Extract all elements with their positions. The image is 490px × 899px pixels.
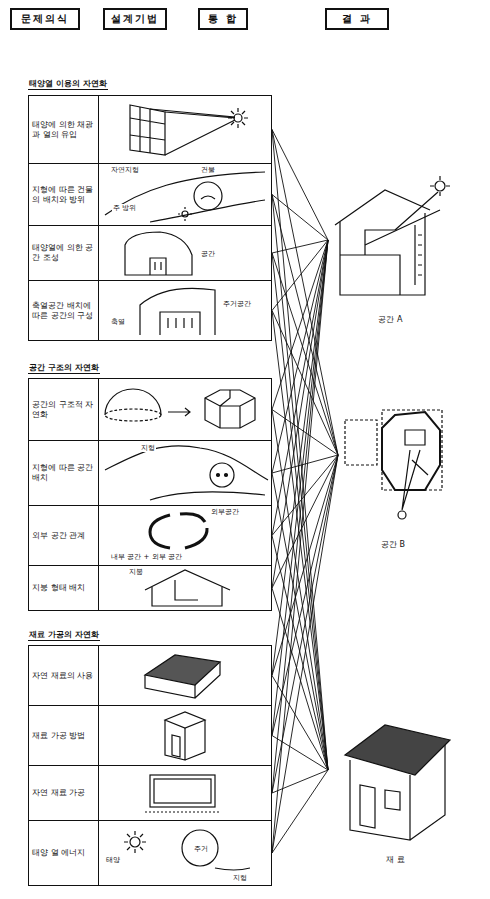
row-text-cell: 자연 재료의 사용 [29, 646, 99, 705]
row-text-cell: 외부 공간 관계 [29, 506, 99, 565]
house-sketch [145, 570, 230, 606]
connector-line [272, 253, 338, 455]
method-text: 공간의 구조적 자연화 [32, 400, 95, 420]
method-text: 축열공간 배치에 따른 공간의 구성 [32, 301, 95, 321]
section-heading: 재료 가공의 자연화 [28, 631, 100, 641]
connector-line [272, 195, 328, 241]
header-box: 문제의식 [10, 8, 80, 30]
sketch-label: 공간 [200, 250, 216, 258]
sketch-label: 축열 [110, 318, 126, 326]
method-text: 태양열에 의한 공간 조성 [32, 243, 95, 263]
roof-sketch [145, 655, 220, 698]
method-text: 지형에 따른 건물의 배치와 방위 [32, 185, 95, 205]
header-box: 통 합 [198, 8, 248, 30]
sketch-label: 주거공간 [222, 300, 252, 308]
result-figure: 공간 A [328, 175, 453, 325]
sketch-label: 자연지형 [110, 166, 140, 174]
sketch-label: 주 방위 [112, 204, 137, 212]
row-text-cell: 태양열에 의한 공간 조성 [29, 226, 99, 280]
method-text: 지형에 따른 공간 배치 [32, 463, 95, 483]
method-row: 축열공간 배치에 따른 공간의 구성 [28, 280, 272, 341]
method-row: 자연 재료 가공 [28, 765, 272, 821]
form-sketch [105, 389, 255, 428]
method-row: 지붕 형태 배치 [28, 565, 272, 611]
row-text-cell: 축열공간 배치에 따른 공간의 구성 [29, 281, 99, 340]
method-row: 재료 가공 방법 [28, 705, 272, 766]
connector-line [272, 676, 328, 771]
dome-house-sketch [140, 288, 215, 335]
connector-line [272, 240, 328, 473]
section-heading: 공간 구조의 자연화 [28, 364, 100, 374]
connector-line [272, 240, 328, 676]
method-text: 자연 재료의 사용 [32, 671, 93, 681]
connector-line [272, 240, 328, 793]
method-row: 지형에 따른 건물의 배치와 방위 [28, 163, 272, 226]
method-row: 태양열에 의한 공간 조성 [28, 225, 272, 281]
row-text-cell: 재료 가공 방법 [29, 706, 99, 765]
header-box: 설계기법 [103, 8, 167, 30]
method-text: 지붕 형태 배치 [32, 583, 85, 593]
court-sketch [150, 514, 207, 548]
connector-line [272, 240, 328, 588]
section-heading: 태양열 이용의 자연화 [28, 80, 108, 90]
method-row: 태양에 의한 채광과 열의 유입 [28, 95, 272, 164]
sketch-label: 지형 [232, 874, 248, 882]
result-figure: 공간 B [338, 400, 448, 550]
header-text: 결 과 [342, 12, 371, 26]
connector-line [272, 770, 328, 853]
dome-section-sketch [125, 232, 192, 275]
sun-dwelling-sketch [124, 830, 250, 870]
row-text-cell: 지형에 따른 건물의 배치와 방위 [29, 164, 99, 225]
hut-sketch [165, 712, 205, 760]
connector-line [272, 240, 328, 736]
method-text: 태양 열 에너지 [32, 848, 85, 858]
connector-line [272, 455, 338, 588]
figure-caption: 재 료 [328, 854, 463, 865]
figure-caption: 공간 A [328, 314, 453, 325]
method-row: 공간의 구조적 자연화 [28, 378, 272, 441]
method-text: 태양에 의한 채광과 열의 유입 [32, 120, 95, 140]
sketch-label: 건물 [200, 166, 216, 174]
window-sketch [130, 105, 248, 155]
header-text: 문제의식 [21, 12, 69, 26]
sketch-label: 지붕 [128, 568, 144, 576]
connector-line [272, 770, 328, 793]
connector-line [272, 130, 328, 771]
row-text-cell: 자연 재료 가공 [29, 766, 99, 820]
method-text: 외부 공간 관계 [32, 531, 85, 541]
result-house-section [335, 176, 450, 295]
method-row: 자연 재료의 사용 [28, 645, 272, 706]
connector-line [272, 455, 338, 853]
sketch-label: 태양 [105, 856, 121, 864]
header-box: 결 과 [325, 8, 389, 30]
plan-sketch [145, 775, 220, 812]
method-text: 재료 가공 방법 [32, 731, 85, 741]
terrain-sketch [105, 446, 268, 500]
sketch-label: 외부공간 [210, 508, 240, 516]
result-hut [345, 725, 450, 840]
method-text: 자연 재료 가공 [32, 788, 85, 798]
header-text: 설계기법 [111, 12, 159, 26]
header-text: 통 합 [208, 12, 237, 26]
connector-line [272, 410, 328, 771]
row-text-cell: 공간의 구조적 자연화 [29, 379, 99, 440]
connector-line [272, 240, 328, 853]
sketch-label: 내부 공간 + 외부 공간 [110, 553, 183, 561]
sketch-label: 지형 [140, 444, 156, 452]
sketch-label: 주거 [193, 845, 209, 853]
site-sketch [105, 172, 265, 222]
result-figure: 재 료 [328, 700, 463, 865]
result-plan [345, 410, 442, 519]
row-text-cell: 지형에 따른 공간 배치 [29, 441, 99, 505]
row-text-cell: 태양에 의한 채광과 열의 유입 [29, 96, 99, 163]
row-text-cell: 태양 열 에너지 [29, 821, 99, 885]
row-text-cell: 지붕 형태 배치 [29, 566, 99, 610]
figure-caption: 공간 B [338, 539, 448, 550]
